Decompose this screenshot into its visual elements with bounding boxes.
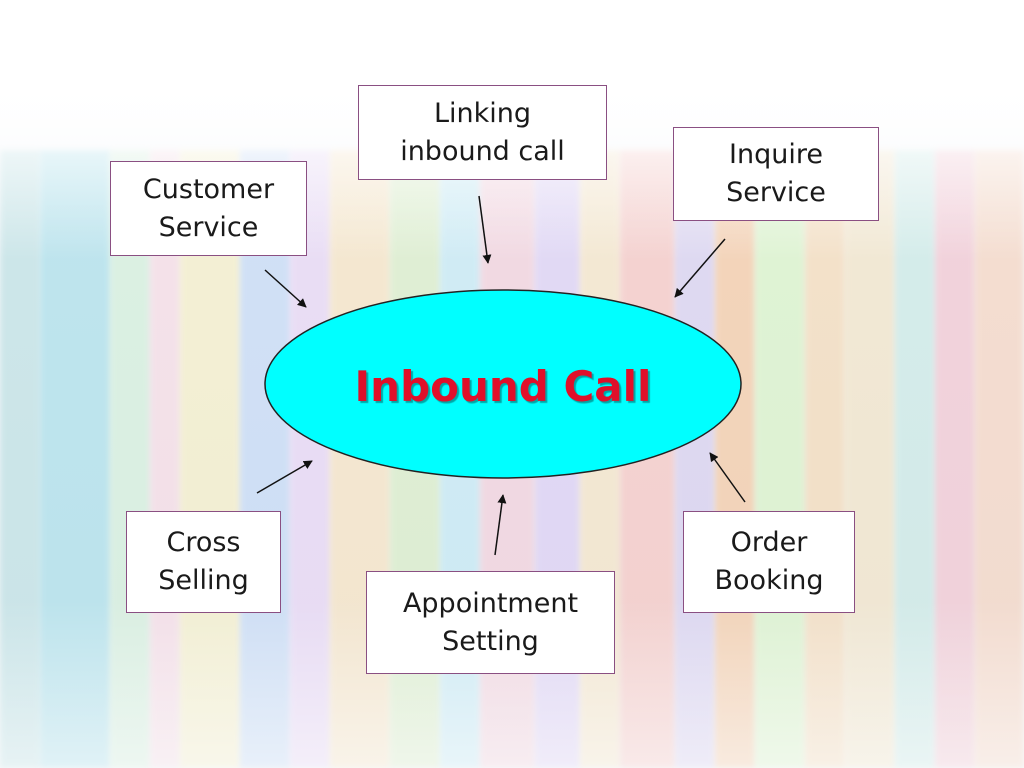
node-label-line: Setting xyxy=(442,625,539,657)
arrow-customer-service xyxy=(264,269,307,308)
center-title: Inbound Call xyxy=(354,361,652,411)
node-label-line: Service xyxy=(726,177,826,208)
arrow-cross-selling xyxy=(256,460,313,494)
node-order-booking: Order Booking xyxy=(683,511,855,613)
node-label-line: Selling xyxy=(158,565,249,596)
node-label-line: Order xyxy=(730,527,808,558)
arrow-linking xyxy=(478,195,492,264)
node-label-line: Inquire xyxy=(729,139,823,170)
arrow-order-booking xyxy=(709,452,746,503)
node-appointment-setting: Appointment Setting xyxy=(366,571,615,674)
node-inquire-service: Inquire Service xyxy=(673,127,879,221)
arrow-appointment-setting xyxy=(494,494,507,556)
node-customer-service: Customer Service xyxy=(110,161,307,256)
node-label-line: inbound call xyxy=(400,135,565,167)
node-label-line: Appointment xyxy=(402,587,579,619)
center-ellipse xyxy=(264,289,742,479)
node-label-line: Service xyxy=(158,211,259,243)
arrow-inquire-service xyxy=(674,238,726,298)
node-label-line: Booking xyxy=(714,565,824,596)
node-label-line: Linking xyxy=(433,97,532,129)
node-label-line: Customer xyxy=(142,173,275,205)
node-label-line: Cross xyxy=(166,527,241,558)
node-linking-inbound-call: Linking inbound call xyxy=(358,85,607,180)
node-cross-selling: Cross Selling xyxy=(126,511,281,613)
